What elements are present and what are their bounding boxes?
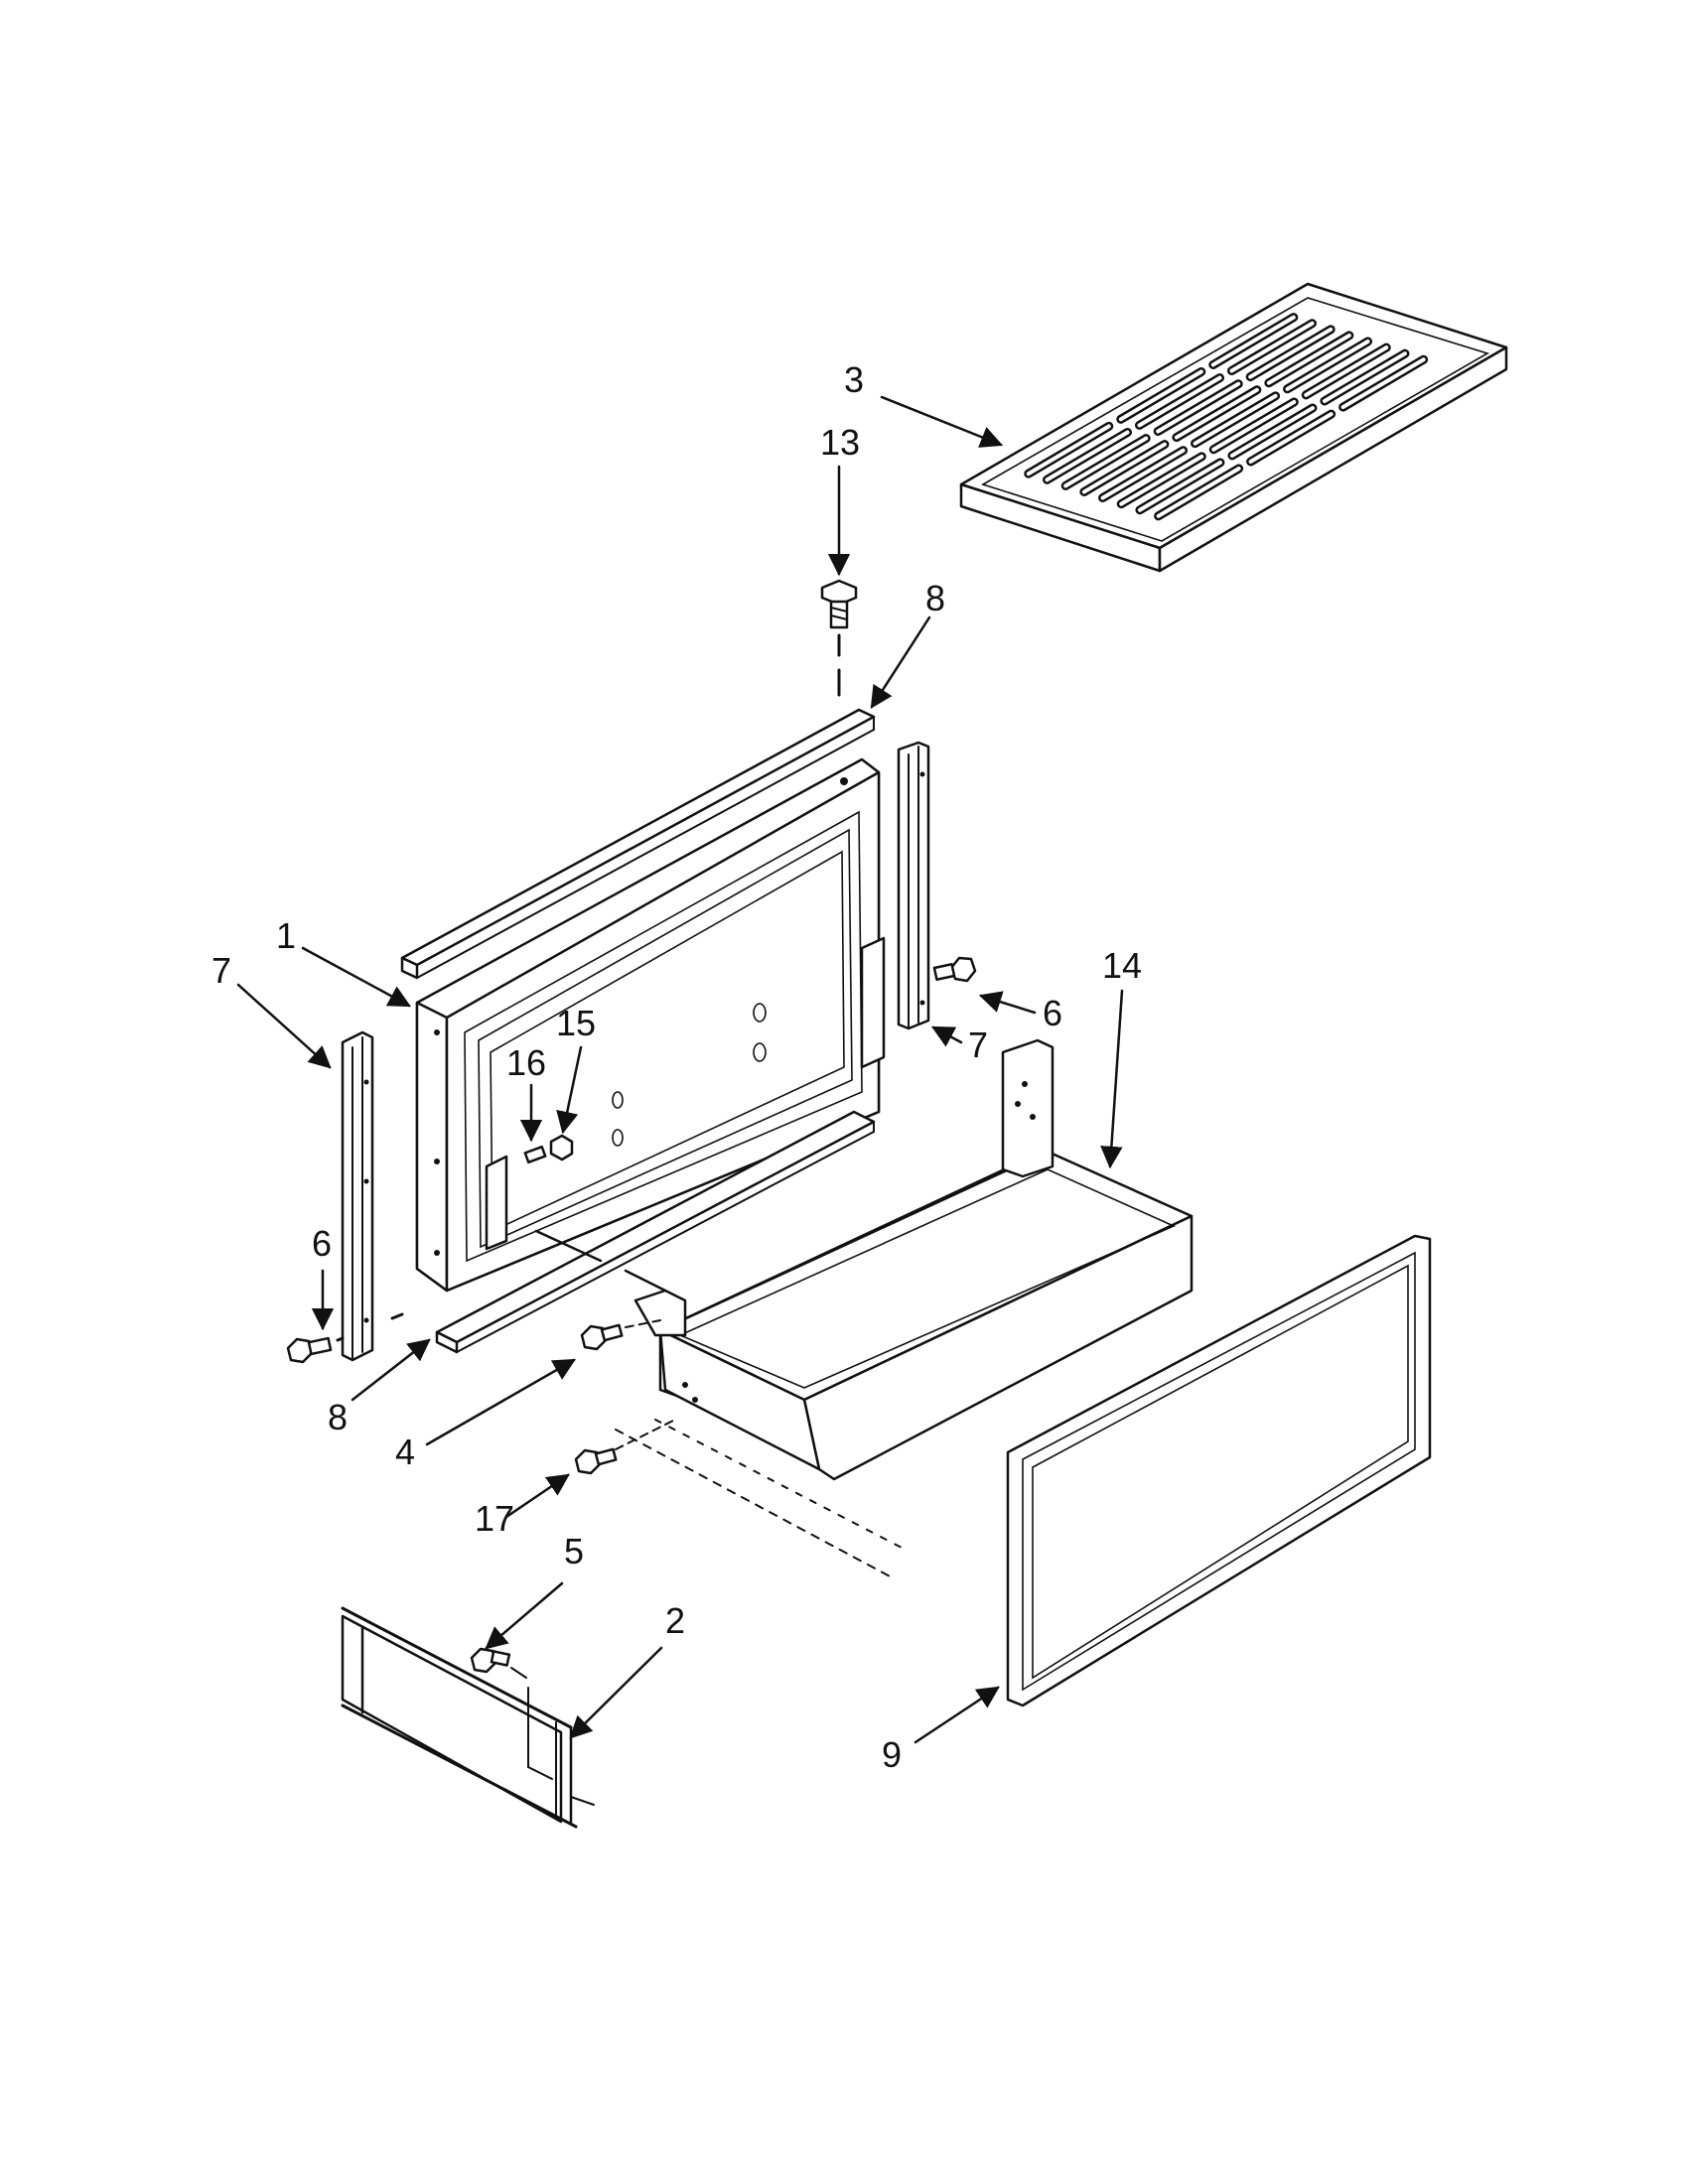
grille-slot-inner [1100,448,1186,500]
callout-6-left: 6 [312,1223,332,1264]
screw-part-6-right [932,956,977,983]
leader-14 [1100,989,1124,1169]
grille-slot-inner [1118,369,1203,422]
callout-17: 17 [475,1498,514,1539]
grille-slot-inner [1340,357,1426,410]
gasket-part-9 [1006,1234,1432,1707]
trim-strip-part-8-top [400,708,876,980]
pin-part-16 [523,1145,547,1164]
slide-rail-detail [534,1229,905,1579]
leader-8-bottom [351,1338,431,1402]
grille-slot-inner [1026,424,1111,477]
grille-slot-inner [1285,340,1370,391]
callout-13: 13 [820,422,860,463]
grille-slot-inner [1304,345,1389,397]
callout-8-bottom: 8 [328,1397,348,1437]
grille-slot-inner [1119,454,1204,506]
screw-part-4 [580,1319,661,1351]
side-rail-part-7-left [341,1030,374,1362]
callout-7-left: 7 [211,950,231,991]
grille-slot-inner [1193,393,1278,446]
grille-slot-inner [1248,412,1334,464]
callout-1: 1 [276,915,296,956]
grille-slot-inner [1211,399,1297,452]
shelf-grille-part-3 [959,282,1508,573]
screw-part-6-left [286,1312,404,1364]
side-rail-part-7-right [897,741,930,1030]
leader-3 [880,395,1004,448]
leader-1 [301,946,411,1008]
grille-slot-inner [1063,436,1149,488]
screw-part-17 [574,1447,618,1475]
leader-5 [485,1581,564,1650]
leader-7-right [931,1025,963,1047]
leader-7-left [236,983,332,1069]
grille-slot-inner [1322,351,1407,403]
screw-part-5 [470,1647,527,1679]
callout-4: 4 [395,1432,415,1472]
leader-6-right [978,991,1037,1015]
grille-slot-inner [1045,430,1130,482]
callout-5: 5 [564,1531,584,1571]
grille-slot-inner [1229,406,1315,458]
grille-slot-inner [1081,442,1167,494]
leader-15 [556,1045,583,1135]
fastener-part-15 [549,1134,574,1161]
grille-slot-inner [1174,387,1259,440]
callout-3: 3 [844,359,864,400]
callout-16: 16 [506,1042,546,1083]
callout-9: 9 [882,1734,902,1775]
leader-17 [504,1473,570,1519]
drawer-basket-part-14 [633,1038,1194,1481]
grille-slot-inner [1266,333,1351,385]
callout-6-right: 6 [1043,993,1062,1033]
leader-2 [569,1646,663,1739]
callout-labels: 1 2 3 4 5 6 6 7 7 8 8 9 13 14 15 16 17 [211,359,1142,1775]
callout-8-top: 8 [925,578,945,618]
callout-2: 2 [665,1600,685,1641]
trim-strip-part-8-bottom [435,1110,876,1354]
callout-7-right: 7 [968,1024,988,1065]
screw-part-13 [820,579,858,697]
grille-slot-inner [1156,467,1241,518]
leader-9 [914,1686,1000,1744]
callout-14: 14 [1102,945,1142,986]
grille-slot-inner [1210,315,1296,367]
grille-slot-inner [1229,321,1315,373]
grille-slot-inner [1137,375,1222,428]
leader-8-top [870,615,931,709]
grille-slot-inner [1156,381,1241,434]
leader-lines [236,395,1124,1744]
leader-4 [425,1358,576,1446]
grille-slot-inner [1137,460,1222,512]
front-panel-part-2 [341,1606,595,1829]
grille-slot-inner [1248,327,1334,379]
callout-15: 15 [556,1003,596,1043]
